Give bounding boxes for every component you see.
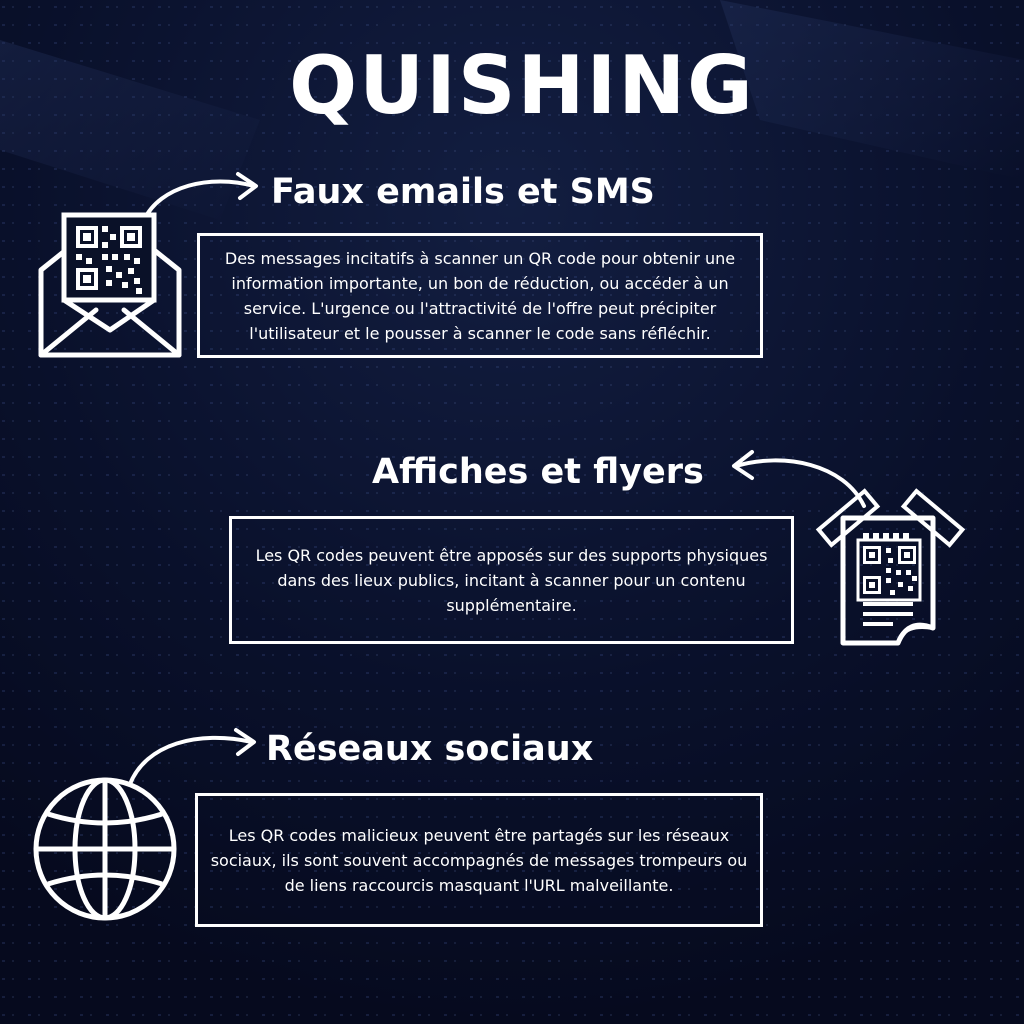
curved-arrow-icon: [128, 728, 256, 786]
section-text-social: Les QR codes malicieux peuvent être part…: [210, 825, 748, 895]
envelope-qr-icon: [38, 212, 182, 358]
section-heading-social: Réseaux sociaux: [266, 729, 594, 769]
section-text-box-social: Les QR codes malicieux peuvent être part…: [195, 793, 763, 927]
section-heading-posters: Affiches et flyers: [372, 452, 704, 492]
section-text-box-posters: Les QR codes peuvent être apposés sur de…: [229, 516, 794, 644]
curved-arrow-icon: [142, 172, 258, 222]
section-heading-emails: Faux emails et SMS: [271, 172, 655, 212]
page-title: QUISHING: [289, 39, 755, 132]
section-text-emails: Des messages incitatifs à scanner un QR …: [224, 248, 736, 343]
globe-icon: [33, 777, 177, 921]
curved-arrow-icon: [732, 450, 866, 508]
section-text-posters: Les QR codes peuvent être apposés sur de…: [255, 545, 768, 615]
poster-qr-icon: [815, 488, 966, 646]
section-text-box-emails: Des messages incitatifs à scanner un QR …: [197, 233, 763, 358]
